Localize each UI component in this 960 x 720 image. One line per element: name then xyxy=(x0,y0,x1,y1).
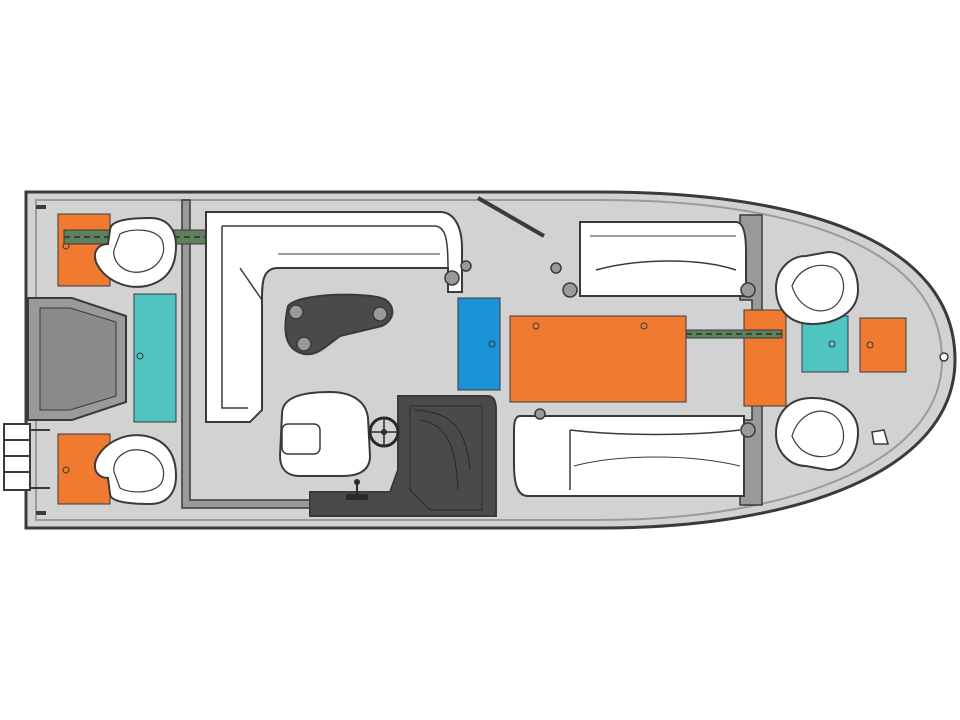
anchor-locker xyxy=(871,429,889,445)
storage-compartment[interactable] xyxy=(859,317,907,373)
captain-chair[interactable] xyxy=(278,390,372,477)
live-well[interactable] xyxy=(133,293,177,423)
bow-light xyxy=(939,352,949,362)
seat-pin xyxy=(740,282,756,298)
cleat xyxy=(36,205,46,209)
seat-pin xyxy=(740,422,756,438)
fishing-seat[interactable] xyxy=(94,216,178,288)
walkthrough-windshield xyxy=(477,196,545,238)
rod-storage[interactable] xyxy=(685,329,783,339)
storage-compartment[interactable] xyxy=(743,309,787,407)
seat-pin xyxy=(534,408,546,420)
lounge-seat[interactable] xyxy=(513,415,745,497)
cleat xyxy=(36,511,46,515)
lounge-seat[interactable] xyxy=(579,221,747,297)
fishing-seat[interactable] xyxy=(774,250,860,326)
throttle-lever-icon[interactable] xyxy=(346,479,368,500)
live-well[interactable] xyxy=(801,315,849,373)
seat-pin xyxy=(550,262,562,274)
helm-console[interactable] xyxy=(309,395,497,517)
seat-pin xyxy=(444,270,460,286)
fishing-seat[interactable] xyxy=(774,396,860,472)
seat-pin xyxy=(562,282,578,298)
fishing-seat[interactable] xyxy=(94,434,178,506)
steering-wheel-icon[interactable] xyxy=(368,416,400,448)
storage-compartment[interactable] xyxy=(509,315,687,403)
lounge-seat[interactable] xyxy=(205,211,463,423)
cooler-storage[interactable] xyxy=(457,297,501,391)
transom-well-inner xyxy=(39,307,117,411)
cupholder-table[interactable] xyxy=(284,293,394,356)
boarding-ladder xyxy=(3,423,50,491)
seat-pin xyxy=(460,260,472,272)
